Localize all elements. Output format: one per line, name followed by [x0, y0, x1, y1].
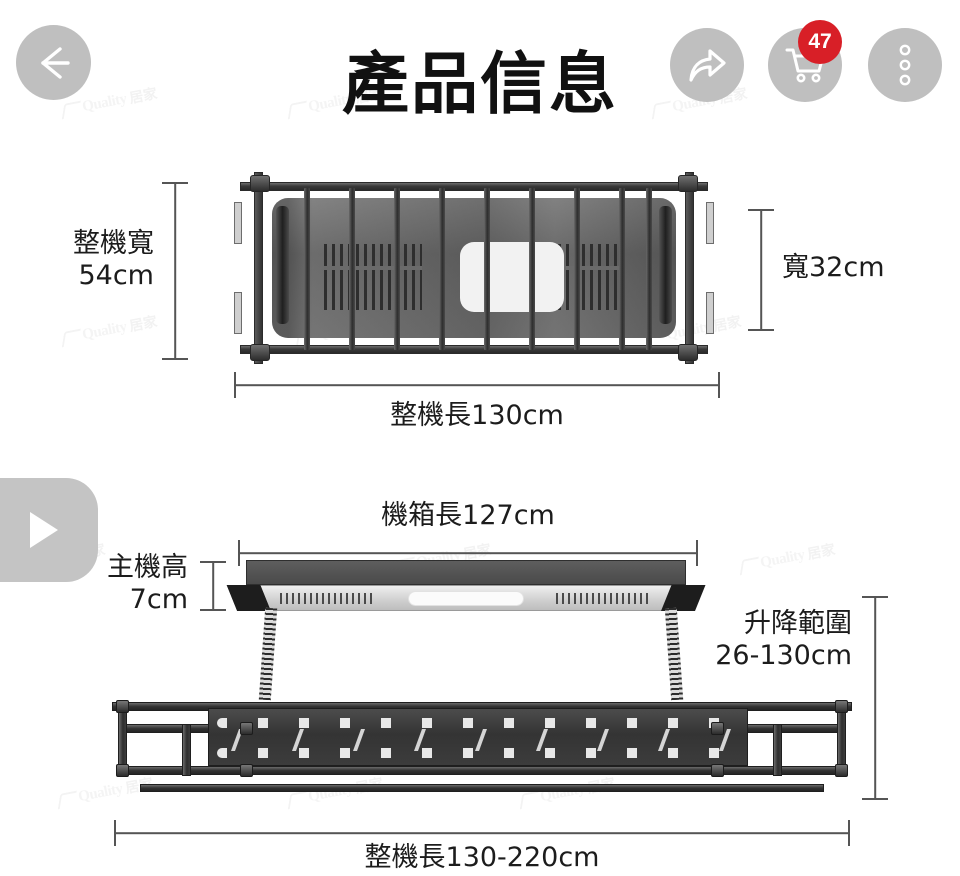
dimension-cap	[718, 372, 720, 398]
cart-badge: 47	[798, 20, 842, 64]
dimension-line-overall-width	[162, 182, 188, 360]
back-button[interactable]	[16, 25, 91, 100]
dimension-line-unit-height	[200, 561, 226, 611]
watermark-brand: Quality	[80, 318, 128, 343]
hanger-bar	[529, 188, 535, 350]
end-cap	[678, 344, 698, 361]
dimension-line-extended-length	[114, 820, 850, 846]
dimension-axis	[174, 182, 176, 360]
extension-arm	[706, 292, 714, 334]
rack-center-panel	[208, 708, 748, 766]
vent-slot-right	[556, 593, 652, 604]
watermark-brand-cjk: 居家	[805, 541, 837, 563]
dimension-axis	[234, 384, 720, 386]
end-cap	[250, 344, 270, 361]
share-arrow-icon	[689, 49, 726, 82]
unit-top-face	[246, 560, 686, 585]
rack-joint	[240, 764, 253, 777]
extension-arm	[706, 202, 714, 244]
frame-edge-right	[685, 172, 694, 364]
watermark-roof-icon	[739, 556, 759, 576]
vent-grille-left	[324, 244, 422, 310]
hinge-right	[659, 206, 672, 324]
watermark: Quality 居家	[61, 311, 159, 349]
watermark-brand-cjk: 居家	[711, 313, 743, 335]
dimension-cap	[748, 329, 774, 331]
dimension-axis	[760, 209, 762, 331]
diagram-drying-rack	[112, 700, 852, 800]
share-button[interactable]	[670, 28, 744, 102]
rack-joint	[711, 722, 724, 735]
label-extended-length: 整機長130-220cm	[364, 842, 600, 873]
frame-edge-left	[254, 172, 263, 364]
light-panel	[460, 242, 564, 312]
end-cap	[678, 175, 698, 192]
dimension-cap	[862, 798, 888, 800]
watermark-roof-icon	[61, 328, 81, 348]
dimension-axis	[212, 561, 214, 611]
main-unit-body	[272, 198, 676, 338]
top-action-bar: 47 產品信息	[0, 0, 960, 140]
dimension-line-lift-range	[862, 596, 888, 800]
rack-bar-lower-mid	[126, 766, 838, 775]
extension-arm	[234, 292, 242, 334]
lift-cord-left	[258, 607, 278, 701]
label-unit-height: 主機高 7cm	[107, 552, 188, 615]
lift-cord-right	[664, 607, 684, 701]
dimension-line-box-length	[238, 540, 698, 566]
extension-arm	[234, 202, 242, 244]
dimension-axis	[874, 596, 876, 800]
hanger-hole-row-upper	[217, 718, 741, 728]
watermark-brand-cjk: 居家	[127, 313, 159, 335]
rack-joint	[711, 764, 724, 777]
back-arrow-icon	[40, 46, 70, 79]
rack-joint	[116, 764, 129, 777]
dimension-cap	[200, 609, 226, 611]
label-overall-length: 整機長130cm	[390, 400, 564, 431]
more-options-icon	[899, 44, 911, 86]
page-title: 產品信息	[342, 45, 618, 123]
rack-bar-bottom	[140, 784, 824, 792]
end-cap	[250, 175, 270, 192]
dimension-cap	[696, 540, 698, 566]
rack-joint	[835, 700, 848, 713]
play-button-icon	[30, 512, 58, 548]
watermark: Quality 居家	[739, 539, 837, 577]
hanger-bar	[646, 188, 652, 350]
dimension-line-inner-width	[748, 209, 774, 331]
dimension-axis	[114, 832, 850, 834]
hanger-bar	[484, 188, 490, 350]
watermark-brand: Quality	[758, 546, 806, 571]
hanger-bar	[304, 188, 310, 350]
main-unit-side-view	[236, 560, 706, 612]
dimension-axis	[238, 552, 698, 554]
watermark-roof-icon	[57, 790, 77, 810]
rack-post-inner-right	[773, 724, 782, 776]
hanger-bar	[349, 188, 355, 350]
hanger-hole-row-lower	[217, 748, 741, 758]
dimension-line-overall-length	[234, 372, 720, 398]
hanger-bar	[574, 188, 580, 350]
hanger-bar	[394, 188, 400, 350]
diagram-top-view	[232, 172, 716, 364]
label-box-length: 機箱長127cm	[381, 500, 555, 531]
lamp-strip	[408, 591, 524, 606]
vent-slot-left	[280, 593, 376, 604]
label-overall-width: 整機寬 54cm	[73, 228, 154, 291]
frame-rail-top	[240, 182, 708, 191]
hanger-bar	[439, 188, 445, 350]
more-options-button[interactable]	[868, 28, 942, 102]
rack-joint	[835, 764, 848, 777]
video-play-button[interactable]	[0, 478, 98, 582]
rack-post-inner-left	[182, 724, 191, 776]
rack-joint	[240, 722, 253, 735]
rack-joint	[116, 700, 129, 713]
hanger-bar	[619, 188, 625, 350]
label-lift-range: 升降範圍 26-130cm	[715, 608, 852, 671]
frame-rail-bottom	[240, 345, 708, 354]
hinge-left	[276, 206, 289, 324]
dimension-cap	[162, 358, 188, 360]
dimension-cap	[848, 820, 850, 846]
label-inner-width: 寬32cm	[782, 252, 885, 283]
